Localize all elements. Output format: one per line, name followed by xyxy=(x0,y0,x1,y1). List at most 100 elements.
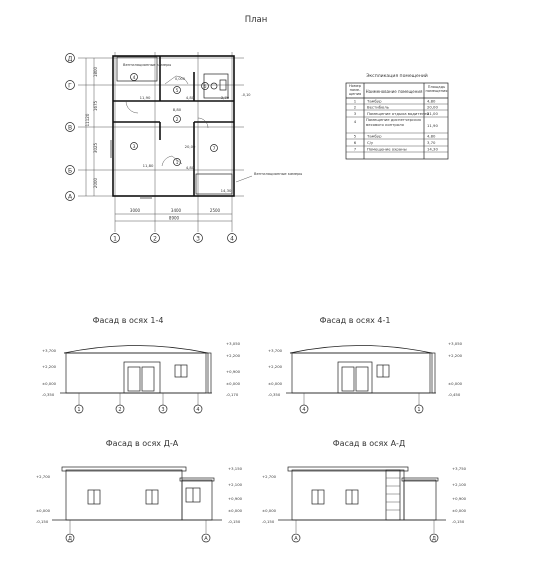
table-cell: Помещение отдыха водителей xyxy=(367,111,430,116)
facade-title: Фасад в осях А-Д xyxy=(333,439,405,448)
axis-bubble xyxy=(65,53,75,63)
col-dim: 3000 xyxy=(130,208,141,213)
level-right: +3,150 xyxy=(228,466,243,471)
room-mark: 5 xyxy=(176,88,179,94)
level-right: +2,100 xyxy=(452,482,467,487)
level-left: ±0,000 xyxy=(42,381,57,386)
room-mark: 6 xyxy=(204,84,207,90)
room-area: 11,80 xyxy=(143,163,154,168)
facade-d-a: Фасад в осях Д-А +2,700 ±0,000 -0,150 +3… xyxy=(36,439,243,543)
facade-1-4: Фасад в осях 1-4 +3,700 +2,200 ±0,000 -0… xyxy=(42,316,241,414)
axis-label: А xyxy=(204,536,208,542)
room-mark: 3 xyxy=(133,144,136,150)
table-cell: 4,80 xyxy=(427,134,436,139)
room-mark: 2 xyxy=(176,117,179,123)
overall-horizontal-dim: 8900 xyxy=(169,216,180,221)
room-area: 11,90 xyxy=(140,95,151,100)
axis-label: 1 xyxy=(77,407,80,413)
row-dim: 2000 xyxy=(93,177,98,188)
axis-label: 4 xyxy=(230,236,234,243)
table-cell: 4,80 xyxy=(427,99,436,104)
col-dim: 3400 xyxy=(171,208,182,213)
level-left: +3,700 xyxy=(268,348,283,353)
row-dim: 3025 xyxy=(93,142,98,153)
level-left: ±0,000 xyxy=(268,381,283,386)
level-left: +2,700 xyxy=(262,474,277,479)
level-mark: -0,10 xyxy=(241,93,250,97)
level-mark: 0,000 xyxy=(175,77,185,81)
room-marks: 4 5 6 2 3 1 7 xyxy=(130,73,218,166)
table-cell: Помещение охраны xyxy=(367,147,407,152)
level-left: ±0,000 xyxy=(36,508,51,513)
table-cell: 20,00 xyxy=(427,105,438,110)
facade-4-1: Фасад в осях 4-1 +3,700 +2,200 ±0,000 -0… xyxy=(268,316,463,414)
axis-label: Б xyxy=(68,168,72,175)
table-cell: 3 xyxy=(354,111,357,116)
room-mark: 4 xyxy=(133,75,136,81)
room-area: 4,80 xyxy=(186,165,195,170)
page-title: План xyxy=(245,15,268,25)
level-right: +0,900 xyxy=(226,369,241,374)
table-cell: 14,30 xyxy=(427,147,438,152)
room-mark: 1 xyxy=(176,160,179,166)
level-left: +3,700 xyxy=(42,348,57,353)
explication-table: Экспликация помещений Номер поме-щения Н… xyxy=(345,72,449,160)
axis-label: 4 xyxy=(302,407,305,413)
axis-label: Д xyxy=(68,536,72,542)
table-cell: Помещение диспетчерских весового контрол… xyxy=(366,118,422,127)
level-right: ±0,000 xyxy=(228,508,243,513)
callout-vestibule-bottom: Вентиляционные камеры xyxy=(254,172,302,176)
level-right: -0,150 xyxy=(452,519,465,524)
level-right: +2,200 xyxy=(448,353,463,358)
overall-vertical-dim: 11120 xyxy=(85,113,90,126)
table-cell: Тамбур xyxy=(366,134,382,139)
axis-label: 2 xyxy=(118,407,121,413)
row-axis-labels: Д Г В Б А xyxy=(65,53,75,201)
level-right: -0,170 xyxy=(226,392,239,397)
table-title: Экспликация помещений xyxy=(366,72,428,79)
level-right: +0,900 xyxy=(228,496,243,501)
axis-label: А xyxy=(68,194,73,201)
axis-label: 4 xyxy=(196,407,199,413)
room-mark: 7 xyxy=(213,146,216,152)
room-area: 8,80 xyxy=(173,107,182,112)
table-cell: 11,90 xyxy=(427,123,438,128)
table-cell: 2 xyxy=(354,105,357,110)
room-area: 14,30 xyxy=(221,188,232,193)
level-left: +2,200 xyxy=(42,364,57,369)
room-area: 4,80 xyxy=(186,95,195,100)
axis-label: Г xyxy=(68,83,72,90)
callout-vestibule-top: Вентиляционные камеры xyxy=(123,63,171,67)
table-cell: С/у xyxy=(367,140,374,145)
table-header: Наименование помещения xyxy=(366,89,423,94)
axis-label: 1 xyxy=(417,407,420,413)
table-cell: 4 xyxy=(354,119,357,124)
facade-a-d: Фасад в осях А-Д +2,700 ±0,000 -0,150 +3… xyxy=(262,439,467,543)
floor-plan: Д Г В Б А 1800 1 6 7 5 3025 2000 11120 3000… xyxy=(65,52,302,243)
axis-label: 1 xyxy=(113,236,117,243)
table-cell: 11,00 xyxy=(427,111,438,116)
table-cell: 1 xyxy=(354,99,357,104)
level-right: +3,750 xyxy=(452,466,467,471)
row-dim: 1800 xyxy=(93,66,98,77)
level-right: +2,100 xyxy=(228,482,243,487)
level-right: -0,450 xyxy=(448,392,461,397)
facade-title: Фасад в осях 1-4 xyxy=(93,316,164,325)
table-cell: 7 xyxy=(354,147,357,152)
axis-label: Д xyxy=(432,536,436,542)
level-left: -0,350 xyxy=(268,392,281,397)
axis-label: А xyxy=(294,536,298,542)
axis-label: Д xyxy=(68,56,73,63)
level-left: +2,700 xyxy=(36,474,51,479)
col-dim: 2500 xyxy=(210,208,221,213)
table-header: Площадь помещения xyxy=(425,85,448,94)
table-cell: 5 xyxy=(354,134,357,139)
level-right: +3,050 xyxy=(448,341,463,346)
level-right: ±0,000 xyxy=(226,381,241,386)
room-area: 3,70 xyxy=(221,95,230,100)
axis-label: В xyxy=(68,125,72,132)
facade-title: Фасад в осях Д-А xyxy=(106,439,179,448)
level-right: +0,900 xyxy=(452,496,467,501)
table-header: Номер поме-щения xyxy=(348,84,362,97)
